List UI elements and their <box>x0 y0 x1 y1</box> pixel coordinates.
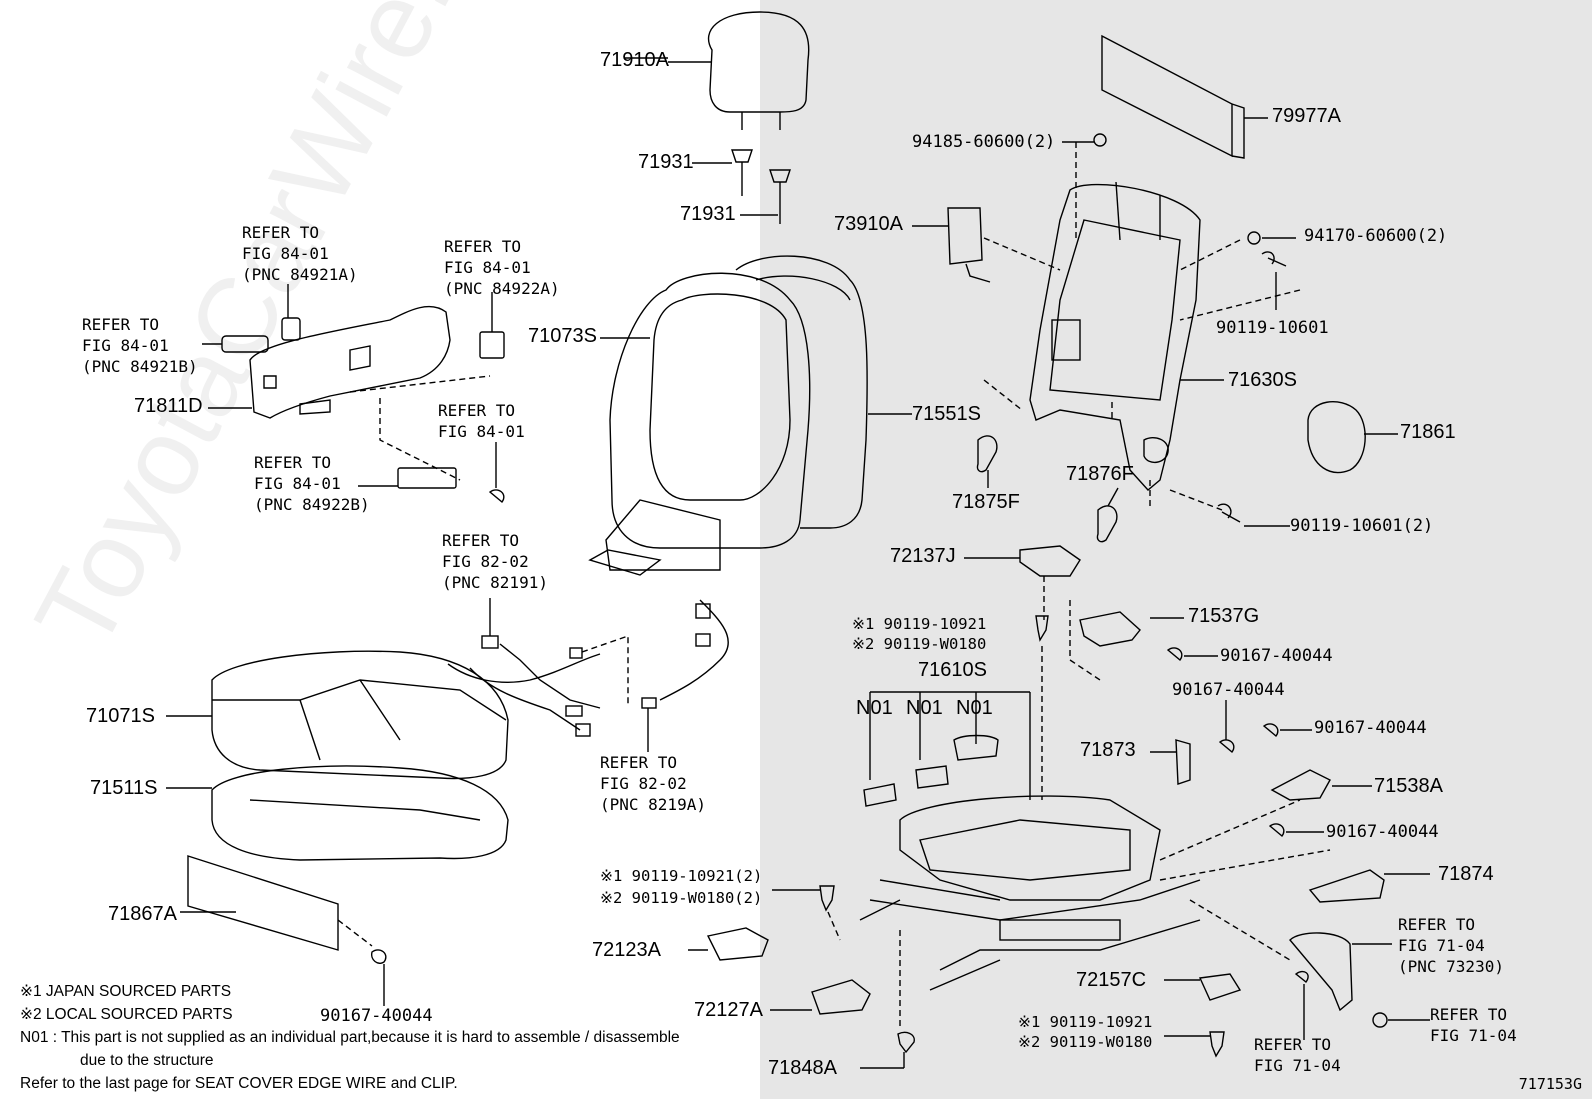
switch-knob-drawing <box>202 284 505 504</box>
part-label-s1-90119-10921[interactable]: ※1 90119-10921 <box>852 615 987 633</box>
part-label-N01-b[interactable]: N01 <box>906 697 943 719</box>
nut-bolt-drawing <box>1179 231 1301 321</box>
part-label-71874[interactable]: 71874 <box>1438 863 1494 885</box>
refer-fig-71-04-pnc-73230[interactable]: REFER TO FIG 71-04 (PNC 73230) <box>1398 915 1504 976</box>
seatback-drawing <box>588 255 912 576</box>
part-label-71511S[interactable]: 71511S <box>90 777 158 799</box>
part-label-90119-10601[interactable]: 90119-10601 <box>1216 318 1329 338</box>
part-label-90119-10601-2[interactable]: 90119-10601(2) <box>1290 516 1434 536</box>
figure-code: 717153G <box>1518 1075 1582 1093</box>
seat-cushion-drawing <box>166 650 509 861</box>
refer-fig-84-01-pnc-84921B[interactable]: REFER TO FIG 84-01 (PNC 84921B) <box>82 315 198 376</box>
part-label-71073S[interactable]: 71073S <box>528 325 597 347</box>
headrest-drawing <box>668 11 810 130</box>
part-label-71931-lower[interactable]: 71931 <box>680 203 736 225</box>
part-label-94185-60600[interactable]: 94185-60600(2) <box>912 132 1056 152</box>
refer-fig-84-01-pnc-84922A[interactable]: REFER TO FIG 84-01 (PNC 84922A) <box>444 237 560 298</box>
bolt-set-drawing <box>772 615 1324 1069</box>
part-label-72157C[interactable]: 72157C <box>1076 969 1147 991</box>
part-label-71630S[interactable]: 71630S <box>1228 369 1297 391</box>
part-label-90167-40044-b[interactable]: 90167-40044 <box>1172 680 1285 700</box>
refer-fig-71-04-b[interactable]: REFER TO FIG 71-04 <box>1254 1035 1341 1075</box>
track-cover-drawing <box>688 927 871 1015</box>
refer-fig-84-01-pnc-84922B[interactable]: REFER TO FIG 84-01 (PNC 84922B) <box>254 453 370 514</box>
part-label-71537G[interactable]: 71537G <box>1188 605 1260 627</box>
hinge-cover-drawing <box>976 379 1119 543</box>
part-label-71848A[interactable]: 71848A <box>768 1057 837 1079</box>
part-label-71876F[interactable]: 71876F <box>1066 463 1134 485</box>
refer-fig-71-04-a[interactable]: REFER TO FIG 71-04 <box>1430 1005 1517 1045</box>
part-label-71931[interactable]: 71931 <box>638 151 694 173</box>
part-label-s2-90119-W0180-2[interactable]: ※2 90119-W0180(2) <box>600 889 763 907</box>
part-label-s2-90119-W0180-bottom[interactable]: ※2 90119-W0180 <box>1018 1033 1153 1051</box>
part-label-71861[interactable]: 71861 <box>1400 421 1456 443</box>
note-seat-cover: Refer to the last page for SEAT COVER ED… <box>20 1075 458 1092</box>
part-label-71910A[interactable]: 71910A <box>600 49 669 71</box>
bracket-drawing <box>1069 600 1430 1040</box>
part-label-73910A[interactable]: 73910A <box>834 213 903 235</box>
part-label-71875F[interactable]: 71875F <box>952 491 1020 513</box>
part-label-79977A[interactable]: 79977A <box>1272 105 1341 127</box>
bolt-drawing <box>1169 489 1290 527</box>
shaded-background <box>760 0 1592 1099</box>
note-n01: N01 : This part is not supplied as an in… <box>20 1029 680 1046</box>
part-label-s1-90119-10921-2[interactable]: ※1 90119-10921(2) <box>600 867 763 885</box>
part-label-71811D[interactable]: 71811D <box>134 395 203 417</box>
note-local-sourced: ※2 LOCAL SOURCED PARTS <box>20 1006 233 1023</box>
part-label-72137J[interactable]: 72137J <box>890 545 956 567</box>
refer-fig-82-02-pnc-8219A[interactable]: REFER TO FIG 82-02 (PNC 8219A) <box>600 753 706 814</box>
wire-harness-drawing <box>447 598 729 752</box>
note-japan-sourced: ※1 JAPAN SOURCED PARTS <box>20 983 232 1000</box>
side-cover-drawing <box>208 305 451 419</box>
part-label-71610S[interactable]: 71610S <box>918 659 987 681</box>
legend-notes: ※1 JAPAN SOURCED PARTS ※2 LOCAL SOURCED … <box>20 980 680 1095</box>
cover-72137J-drawing <box>964 545 1081 620</box>
leader-lines <box>624 57 1151 510</box>
part-label-90167-40044-c[interactable]: 90167-40044 <box>1314 718 1427 738</box>
part-label-71867A[interactable]: 71867A <box>108 903 177 925</box>
seat-track-frame-drawing <box>859 691 1201 991</box>
part-label-94170-60600[interactable]: 94170-60600(2) <box>1304 226 1448 246</box>
part-label-71538A[interactable]: 71538A <box>1374 775 1443 797</box>
airbag-module-drawing <box>912 207 1061 283</box>
part-label-90167-40044-e[interactable]: 90167-40044 <box>320 1006 433 1026</box>
nut-drawing <box>1062 133 1107 240</box>
seatback-frame-drawing <box>1029 181 1224 491</box>
note-n01-continued: due to the structure <box>80 1052 214 1069</box>
part-label-71873[interactable]: 71873 <box>1080 739 1136 761</box>
refer-fig-82-02-pnc-82191[interactable]: REFER TO FIG 82-02 (PNC 82191) <box>442 531 548 592</box>
refer-fig-84-01[interactable]: REFER TO FIG 84-01 <box>438 401 525 441</box>
part-label-72123A[interactable]: 72123A <box>592 939 661 961</box>
part-label-71551S[interactable]: 71551S <box>912 403 981 425</box>
part-label-N01-c[interactable]: N01 <box>956 697 993 719</box>
part-label-72127A[interactable]: 72127A <box>694 999 763 1021</box>
part-label-N01-a[interactable]: N01 <box>856 697 893 719</box>
headrest-guide-drawing <box>692 149 791 224</box>
part-label-s1-90119-10921-bottom[interactable]: ※1 90119-10921 <box>1018 1013 1153 1031</box>
part-label-71071S[interactable]: 71071S <box>86 705 155 727</box>
front-panel-drawing <box>180 855 387 1006</box>
part-label-90167-40044-d[interactable]: 90167-40044 <box>1326 822 1439 842</box>
part-label-90167-40044-a[interactable]: 90167-40044 <box>1220 646 1333 666</box>
part-label-s2-90119-W0180[interactable]: ※2 90119-W0180 <box>852 635 987 653</box>
recliner-cover-drawing <box>1307 401 1398 474</box>
refer-fig-84-01-pnc-84921A[interactable]: REFER TO FIG 84-01 (PNC 84921A) <box>242 223 358 284</box>
seatback-board-drawing <box>1101 34 1268 159</box>
